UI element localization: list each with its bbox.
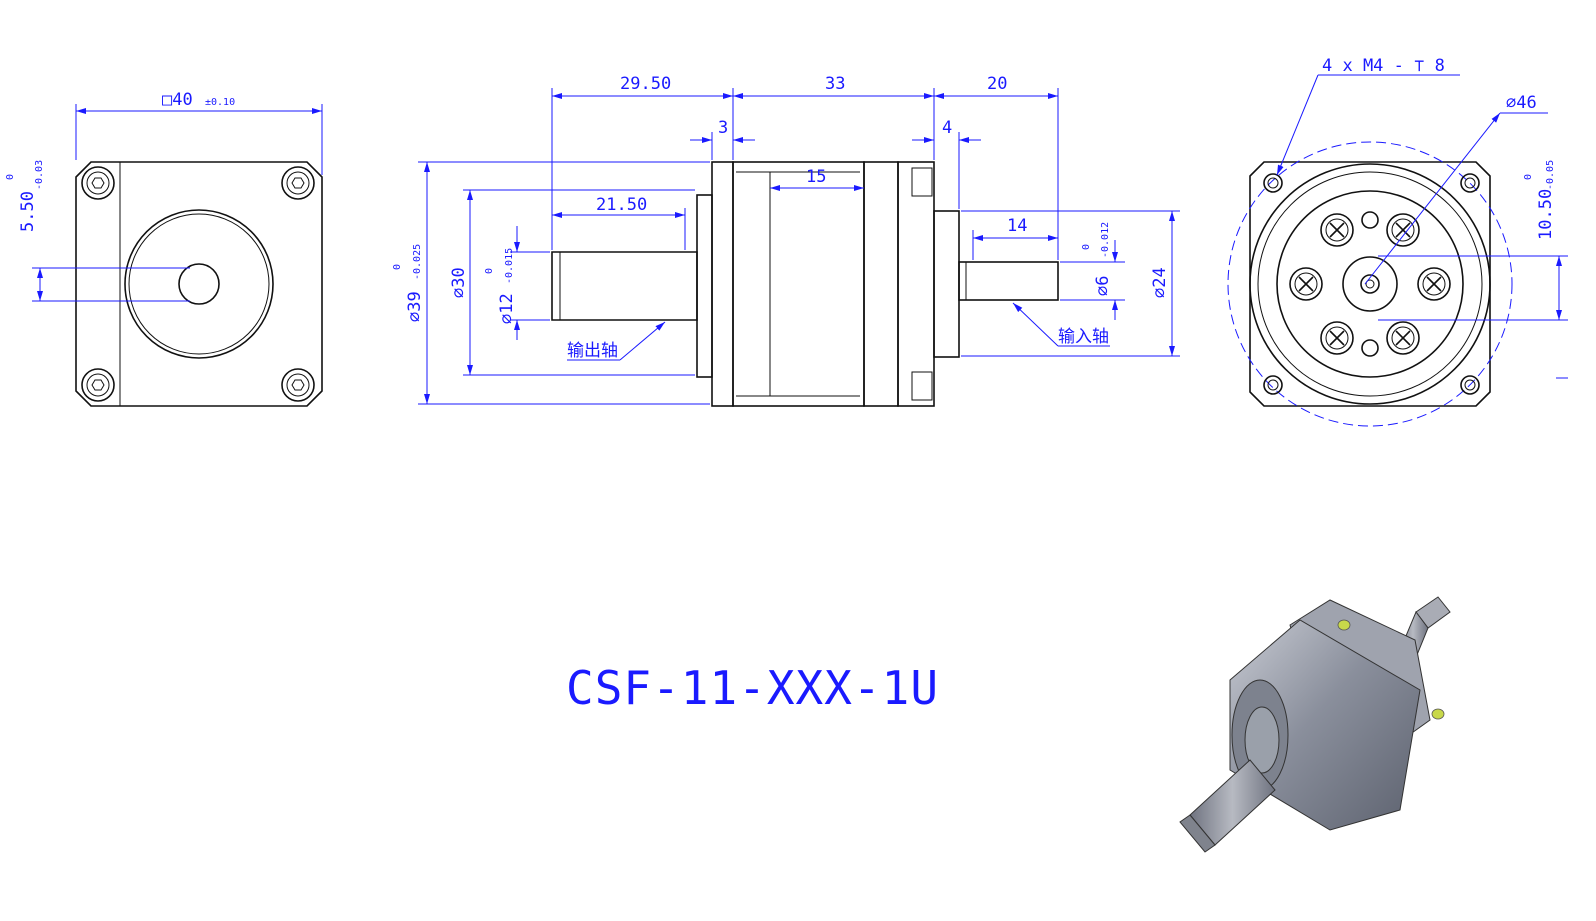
dim-dia-12: ⌀12 (497, 293, 517, 324)
hex-bolt-icon (281, 368, 315, 402)
dim-dia-6-tol-upper: 0 (1081, 244, 1092, 250)
dim-dia-39-tol-upper: 0 (392, 264, 403, 270)
dim-dia-12-tol-lower: -0.015 (504, 248, 515, 284)
output-shaft-label: 输出轴 (567, 341, 618, 361)
dim-input-14: 14 (1007, 216, 1027, 236)
hex-bolt-icon (281, 166, 315, 200)
dim-offset-10-tol-lower: -0.05 (1545, 160, 1556, 190)
hex-bolt-icon (81, 368, 115, 402)
dim-dia-6: ⌀6 (1093, 276, 1113, 296)
dim-dia-6-tol-lower: -0.012 (1100, 222, 1111, 258)
dim-offset-tol-lower: -0.03 (34, 160, 45, 190)
dim-square-40: □40 (162, 90, 193, 110)
dim-dia-24: ⌀24 (1150, 267, 1170, 298)
dim-dia-39-tol-lower: -0.025 (412, 244, 423, 280)
thread-note: 4 x M4 - ⊤ 8 (1322, 56, 1445, 76)
phillips-screw-icon (1386, 213, 1420, 247)
hex-bolt-icon (81, 166, 115, 200)
gearbox-3d-render (1179, 596, 1451, 853)
phillips-screw-icon (1320, 213, 1354, 247)
phillips-screw-icon (1417, 267, 1451, 301)
side-view: 29.50 33 20 3 4 15 21.50 14 ⌀39 0 (392, 74, 1180, 407)
dim-offset-tol-upper: 0 (5, 174, 16, 180)
dim-dia-12-tol-upper: 0 (484, 268, 495, 274)
dim-len-29-50: 29.50 (620, 74, 671, 94)
dim-offset-5-50: 5.50 (18, 191, 38, 232)
dim-offset-10-tol-upper: 0 (1523, 174, 1534, 180)
dim-len-20: 20 (987, 74, 1007, 94)
dim-inner-15: 15 (806, 167, 826, 187)
phillips-screw-icon (1289, 267, 1323, 301)
front-view: □40 ±0.10 5.50 0 -0.03 (5, 90, 323, 407)
dim-dia-30: ⌀30 (449, 267, 469, 298)
phillips-screw-icon (1386, 321, 1420, 355)
model-title: CSF-11-XXX-1U (566, 661, 939, 715)
dim-flange-3: 3 (718, 118, 728, 138)
dim-dia-39: ⌀39 (405, 291, 425, 322)
dim-len-33: 33 (825, 74, 845, 94)
dim-step-4: 4 (942, 118, 952, 138)
phillips-screw-icon (1320, 321, 1354, 355)
dim-dia-46: ⌀46 (1506, 93, 1537, 113)
dim-square-tol: ±0.10 (205, 97, 235, 108)
input-shaft-label: 输入轴 (1058, 327, 1109, 347)
dim-shaft-21-50: 21.50 (596, 195, 647, 215)
dim-offset-10-50: 10.50 (1536, 189, 1556, 240)
rear-view: 4 x M4 - ⊤ 8 ⌀46 10.50 0 -0.05 (1227, 56, 1568, 427)
